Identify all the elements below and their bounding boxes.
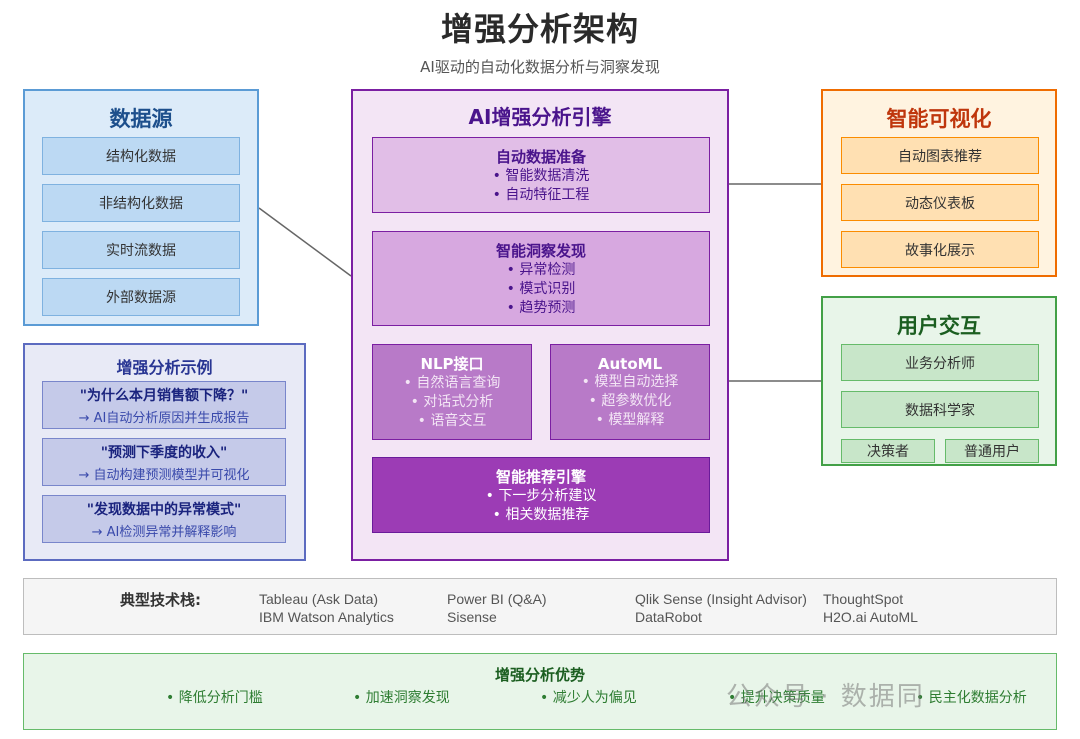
visualization-item: 动态仪表板	[841, 184, 1039, 221]
ai-engine-panel: AI增强分析引擎 自动数据准备 • 智能数据清洗 • 自动特征工程 智能洞察发现…	[351, 89, 729, 561]
example-question: "为什么本月销售额下降？"	[79, 387, 249, 404]
advantage-item: • 减少人为偏见	[540, 690, 637, 706]
tech-stack-label: 典型技术栈:	[120, 591, 201, 609]
nlp-interface-title: NLP接口	[420, 355, 484, 373]
advantage-item: • 民主化数据分析	[916, 690, 1027, 706]
user-role-item: 业务分析师	[841, 344, 1039, 381]
tech-stack-item: ThoughtSpot	[823, 591, 904, 607]
automl-title: AutoML	[597, 354, 663, 373]
user-interaction-title: 用户交互	[897, 314, 981, 338]
example-answer: → 自动构建预测模型并可视化	[78, 467, 250, 483]
visualization-panel: 智能可视化 自动图表推荐 动态仪表板 故事化展示	[821, 89, 1057, 277]
visualization-title: 智能可视化	[886, 107, 992, 131]
data-source-item: 结构化数据	[42, 137, 240, 175]
smart-insight-line: • 趋势预测	[506, 299, 576, 316]
auto-data-prep-line: • 自动特征工程	[492, 186, 590, 203]
advantage-item: • 加速洞察发现	[353, 690, 450, 706]
nlp-interface-line: • 对话式分析	[410, 394, 494, 410]
automl-box: AutoML • 模型自动选择 • 超参数优化 • 模型解释	[550, 344, 710, 440]
example-question: "发现数据中的异常模式"	[86, 501, 242, 518]
recommendation-engine-line: • 相关数据推荐	[492, 506, 590, 523]
recommendation-engine-line: • 下一步分析建议	[485, 487, 597, 504]
ai-engine-title: AI增强分析引擎	[468, 105, 612, 129]
recommendation-engine-box: 智能推荐引擎 • 下一步分析建议 • 相关数据推荐	[372, 457, 710, 533]
auto-data-prep-line: • 智能数据清洗	[492, 167, 590, 184]
tech-stack-panel: 典型技术栈: Tableau (Ask Data) Power BI (Q&A)…	[23, 578, 1057, 635]
nlp-interface-box: NLP接口 • 自然语言查询 • 对话式分析 • 语音交互	[372, 344, 532, 440]
page-subtitle: AI驱动的自动化数据分析与洞察发现	[420, 58, 660, 76]
advantage-item: • 提升决策质量	[728, 690, 825, 706]
examples-panel: 增强分析示例 "为什么本月销售额下降？" → AI自动分析原因并生成报告 "预测…	[23, 343, 306, 561]
tech-stack-item: DataRobot	[635, 609, 702, 625]
example-item: "预测下季度的收入" → 自动构建预测模型并可视化	[42, 438, 286, 486]
example-question: "预测下季度的收入"	[100, 444, 228, 461]
automl-line: • 模型自动选择	[581, 373, 679, 390]
example-item: "为什么本月销售额下降？" → AI自动分析原因并生成报告	[42, 381, 286, 429]
examples-title: 增强分析示例	[116, 358, 213, 377]
tech-stack-item: Qlik Sense (Insight Advisor)	[635, 591, 807, 607]
data-sources-panel: 数据源 结构化数据 非结构化数据 实时流数据 外部数据源	[23, 89, 259, 326]
user-role-item: 数据科学家	[841, 391, 1039, 428]
example-item: "发现数据中的异常模式" → AI检测异常并解释影响	[42, 495, 286, 543]
nlp-interface-line: • 自然语言查询	[403, 375, 501, 391]
advantages-title: 增强分析优势	[494, 666, 585, 684]
recommendation-engine-title: 智能推荐引擎	[495, 467, 586, 486]
advantage-item: • 降低分析门槛	[166, 690, 263, 706]
automl-line: • 超参数优化	[588, 392, 672, 409]
tech-stack-item: Sisense	[447, 609, 497, 625]
auto-data-prep-title: 自动数据准备	[495, 147, 586, 166]
example-answer: → AI检测异常并解释影响	[91, 524, 237, 540]
user-role-item: 普通用户	[945, 439, 1039, 463]
advantages-panel: 增强分析优势 • 降低分析门槛 • 加速洞察发现 • 减少人为偏见 • 提升决策…	[23, 653, 1057, 730]
data-sources-title: 数据源	[109, 107, 173, 131]
data-source-item: 非结构化数据	[42, 184, 240, 222]
example-answer: → AI自动分析原因并生成报告	[78, 410, 250, 426]
user-interaction-panel: 用户交互 业务分析师 数据科学家 决策者 普通用户	[821, 296, 1057, 466]
smart-insight-line: • 模式识别	[506, 280, 576, 297]
watermark: 公众号 · 数据同	[726, 682, 925, 712]
visualization-item: 故事化展示	[841, 231, 1039, 268]
smart-insight-box: 智能洞察发现 • 异常检测 • 模式识别 • 趋势预测	[372, 231, 710, 326]
tech-stack-item: H2O.ai AutoML	[823, 609, 918, 625]
connector-datasource-engine	[258, 207, 352, 277]
data-source-item: 外部数据源	[42, 278, 240, 316]
tech-stack-item: IBM Watson Analytics	[259, 609, 394, 625]
page-title: 增强分析架构	[440, 10, 639, 48]
tech-stack-item: Tableau (Ask Data)	[259, 591, 379, 607]
smart-insight-line: • 异常检测	[506, 261, 576, 278]
nlp-interface-line: • 语音交互	[417, 413, 487, 429]
auto-data-prep-box: 自动数据准备 • 智能数据清洗 • 自动特征工程	[372, 137, 710, 213]
visualization-item: 自动图表推荐	[841, 137, 1039, 174]
tech-stack-item: Power BI (Q&A)	[447, 591, 547, 607]
smart-insight-title: 智能洞察发现	[495, 241, 586, 260]
user-role-item: 决策者	[841, 439, 935, 463]
data-source-item: 实时流数据	[42, 231, 240, 269]
automl-line: • 模型解释	[595, 411, 665, 428]
